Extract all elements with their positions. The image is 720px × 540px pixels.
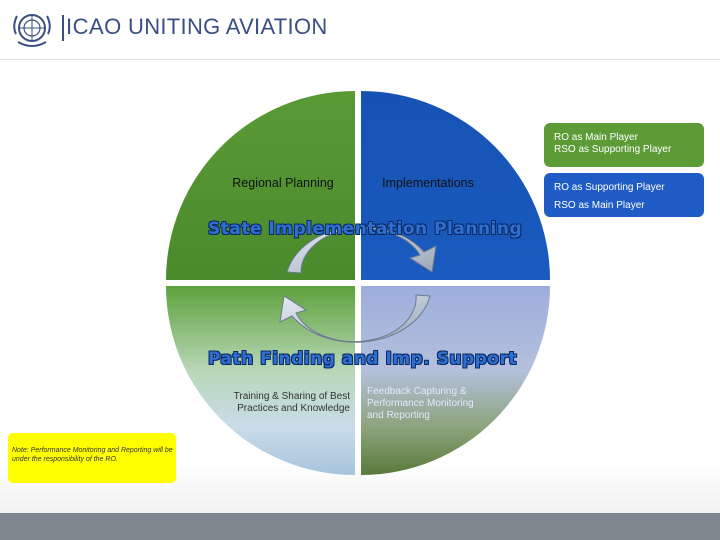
callout-rso-main-player: RO as Supporting Player RSO as Main Play… xyxy=(544,173,704,217)
quadrant-regional-planning xyxy=(166,91,355,280)
callout-ro-main-player: RO as Main Player RSO as Supporting Play… xyxy=(544,123,704,167)
brand-tagline: UNITING AVIATION xyxy=(128,14,328,39)
label-implementations: Implementations xyxy=(382,176,474,190)
responsibility-note: Note: Performance Monitoring and Reporti… xyxy=(8,433,176,483)
callout-green-line2: RSO as Supporting Player xyxy=(554,144,672,155)
callout-blue-line1: RO as Supporting Player xyxy=(554,182,665,193)
header: ICAO UNITING AVIATION xyxy=(0,0,720,60)
cycle-arrow-upper xyxy=(286,226,437,274)
label-feedback-capturing: Feedback Capturing & Performance Monitor… xyxy=(367,386,474,421)
title-state-implementation-planning: State Implementation Planning xyxy=(208,219,523,239)
label-regional-planning: Regional Planning xyxy=(232,176,334,190)
brand-name: ICAO xyxy=(66,14,122,39)
quadrant-training xyxy=(166,286,355,475)
cycle-arrow-lower xyxy=(279,294,431,343)
callout-blue-line2: RSO as Main Player xyxy=(554,200,645,211)
callout-green-line1: RO as Main Player xyxy=(554,132,638,143)
quadrant-implementations xyxy=(361,91,550,280)
label-training-sharing: Training & Sharing of Best Practices and… xyxy=(233,391,350,414)
header-divider xyxy=(0,59,720,60)
title-path-finding: Path Finding and Imp. Support xyxy=(208,349,517,369)
footer-bar xyxy=(0,513,720,540)
quadrant-feedback xyxy=(361,286,550,475)
icao-emblem-icon xyxy=(13,14,51,47)
brand-divider xyxy=(62,15,64,41)
